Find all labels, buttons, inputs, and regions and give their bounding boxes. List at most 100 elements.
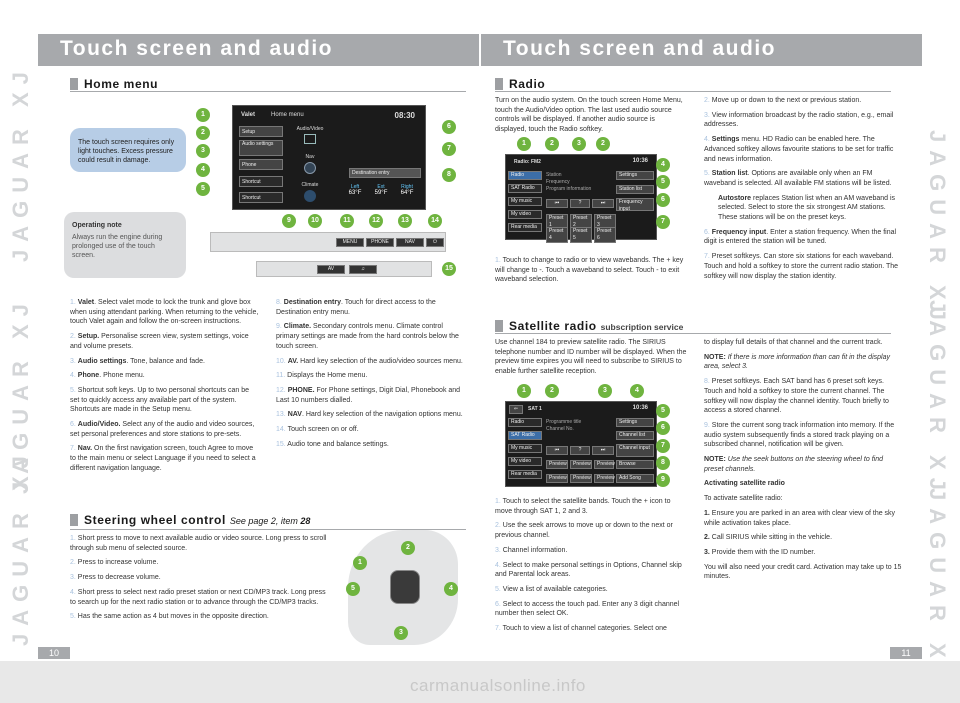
callout: 8 <box>656 456 670 470</box>
operating-note-body: Always run the engine during prolonged u… <box>72 234 163 259</box>
channel-input-key[interactable]: Channel input <box>616 444 654 457</box>
left-temp-value: 63°F <box>348 190 362 196</box>
shortcut-key-1[interactable]: Shortcut <box>239 176 283 187</box>
callout: 1 <box>517 137 531 151</box>
callout: 11 <box>340 214 354 228</box>
info-icon[interactable]: ? <box>570 446 590 455</box>
frequency-input-key[interactable]: Frequency input <box>616 198 654 212</box>
radio-band-label: Radio: FM2 <box>514 159 541 165</box>
radio-source-key[interactable]: Radio <box>508 171 542 180</box>
preview-key[interactable]: Preview <box>546 474 568 483</box>
nav-hard-key[interactable]: NAV <box>396 238 424 247</box>
home-item: 3. Audio settings. Tone, balance and fad… <box>70 357 205 365</box>
radio-settings-key[interactable]: Settings <box>616 171 654 180</box>
callout: 2 <box>196 126 210 140</box>
seek-up-icon[interactable]: ⏭ <box>592 199 614 208</box>
satellite-subtitle: subscription service <box>600 322 684 332</box>
steering-control-pad[interactable] <box>390 570 420 604</box>
callout: 1 <box>353 556 367 570</box>
callout: 3 <box>598 384 612 398</box>
sat-note-2: NOTE: Use the seek buttons on the steeri… <box>704 456 883 473</box>
side-watermark: JAGUAR XJ <box>925 130 950 328</box>
steering-item: 4. Short press to select next radio pres… <box>70 588 326 606</box>
preset-key[interactable]: Preset 6 <box>594 227 616 243</box>
sat-note-1: NOTE: If there is more information than … <box>704 353 890 371</box>
phone-key[interactable]: Phone <box>239 159 283 170</box>
sat-radio-source-key[interactable]: SAT Radio <box>508 184 542 193</box>
sat-band-label: SAT 1 <box>528 406 542 412</box>
my-video-source-key[interactable]: My video <box>508 210 542 219</box>
power-icon[interactable]: ⏻ <box>426 238 444 247</box>
setup-key[interactable]: Setup <box>239 126 283 137</box>
tone-hard-key[interactable]: ♫ <box>349 265 377 274</box>
callout: 4 <box>656 158 670 172</box>
audio-video-label: Audio/Video <box>296 126 324 132</box>
my-music-source-key[interactable]: My music <box>508 197 542 206</box>
back-icon[interactable]: ⇐ <box>509 405 523 414</box>
my-video-source-key[interactable]: My video <box>508 457 542 466</box>
add-song-key[interactable]: Add Song <box>616 474 654 483</box>
phone-hard-key[interactable]: PHONE <box>366 238 394 247</box>
rear-media-source-key[interactable]: Rear media <box>508 470 542 479</box>
radio-intro: Turn on the audio system. On the touch s… <box>495 97 683 134</box>
channel-list-key[interactable]: Channel list <box>616 431 654 440</box>
av-hard-key[interactable]: AV <box>317 265 345 274</box>
home-item: 7. Nav. On the first navigation screen, … <box>70 445 256 472</box>
side-watermark: JAGUAR XJ <box>925 300 950 498</box>
home-item: 1. Valet. Select valet mode to lock the … <box>70 299 259 326</box>
climate-label: Climate <box>301 182 319 188</box>
preview-key[interactable]: Preview <box>570 474 592 483</box>
menu-hard-key[interactable]: MENU <box>336 238 364 247</box>
preset-key[interactable]: Preset 4 <box>546 227 568 243</box>
sat-settings-key[interactable]: Settings <box>616 418 654 427</box>
climate-key[interactable]: Climate <box>289 182 331 208</box>
valet-key[interactable]: Valet <box>241 112 256 118</box>
preset-key[interactable]: Preset 5 <box>570 227 592 243</box>
my-music-source-key[interactable]: My music <box>508 444 542 453</box>
preview-key[interactable]: Preview <box>594 474 615 483</box>
sat-radio-source-key[interactable]: SAT Radio <box>508 431 542 440</box>
sat-clock: 10:36 <box>632 405 648 411</box>
info-icon[interactable]: ? <box>570 199 590 208</box>
nav-key[interactable]: Nav <box>289 154 331 176</box>
preview-key[interactable]: Preview <box>546 460 568 469</box>
steering-item: 2. Press to increase volume. <box>70 559 159 567</box>
nav-label: Nav <box>305 154 315 160</box>
warning-text: The touch screen requires only light tou… <box>78 139 175 164</box>
preview-key[interactable]: Preview <box>594 460 615 469</box>
seek-up-icon[interactable]: ⏭ <box>592 446 614 455</box>
screen-title: Home menu <box>271 112 304 118</box>
satellite-screen: ⇐ SAT 1 10:36 Radio SAT Radio My music M… <box>505 401 657 487</box>
seek-down-icon[interactable]: ⏮ <box>546 446 568 455</box>
sat-item: 6. Select to access the touch pad. Enter… <box>495 600 680 618</box>
satellite-title: Satellite radio <box>509 319 597 333</box>
station-list-key[interactable]: Station list <box>616 185 654 194</box>
preview-key[interactable]: Preview <box>570 460 592 469</box>
browse-key[interactable]: Browse <box>616 460 654 469</box>
callout: 4 <box>630 384 644 398</box>
right-temp-label: Right <box>401 184 413 190</box>
activation-step: 3. Provide them with the ID number. <box>704 548 816 556</box>
seek-down-icon[interactable]: ⏮ <box>546 199 568 208</box>
shortcut-key-2[interactable]: Shortcut <box>239 192 283 203</box>
radio-screen: Radio: FM2 10:36 Radio SAT Radio My musi… <box>505 154 657 243</box>
steering-item: 3. Press to decrease volume. <box>70 574 161 582</box>
destination-entry-key[interactable]: Destination entry <box>349 168 421 178</box>
callout: 2 <box>596 137 610 151</box>
side-watermark: JAGUAR XJ <box>925 488 950 686</box>
satellite-heading: Satellite radio subscription service <box>495 320 891 334</box>
audio-video-key[interactable]: Audio/Video <box>289 126 331 150</box>
fan-icon <box>304 190 316 202</box>
audio-settings-key[interactable]: Audio settings <box>239 140 283 156</box>
home-item: 11. Displays the Home menu. <box>276 372 368 380</box>
callout: 15 <box>442 262 456 276</box>
callout: 9 <box>282 214 296 228</box>
sat-item: 5. View a list of available categories. <box>495 585 608 593</box>
hard-key-strip: MENU PHONE NAV ⏻ <box>210 232 446 252</box>
rear-media-source-key[interactable]: Rear media <box>508 223 542 232</box>
home-item: 2. Setup. Personalise screen view, syste… <box>70 333 249 350</box>
page-number-left: 10 <box>38 647 70 659</box>
radio-item: 4. Settings menu. HD Radio can be enable… <box>704 136 894 163</box>
radio-source-key[interactable]: Radio <box>508 418 542 427</box>
home-item: 14. Touch screen on or off. <box>276 426 359 434</box>
